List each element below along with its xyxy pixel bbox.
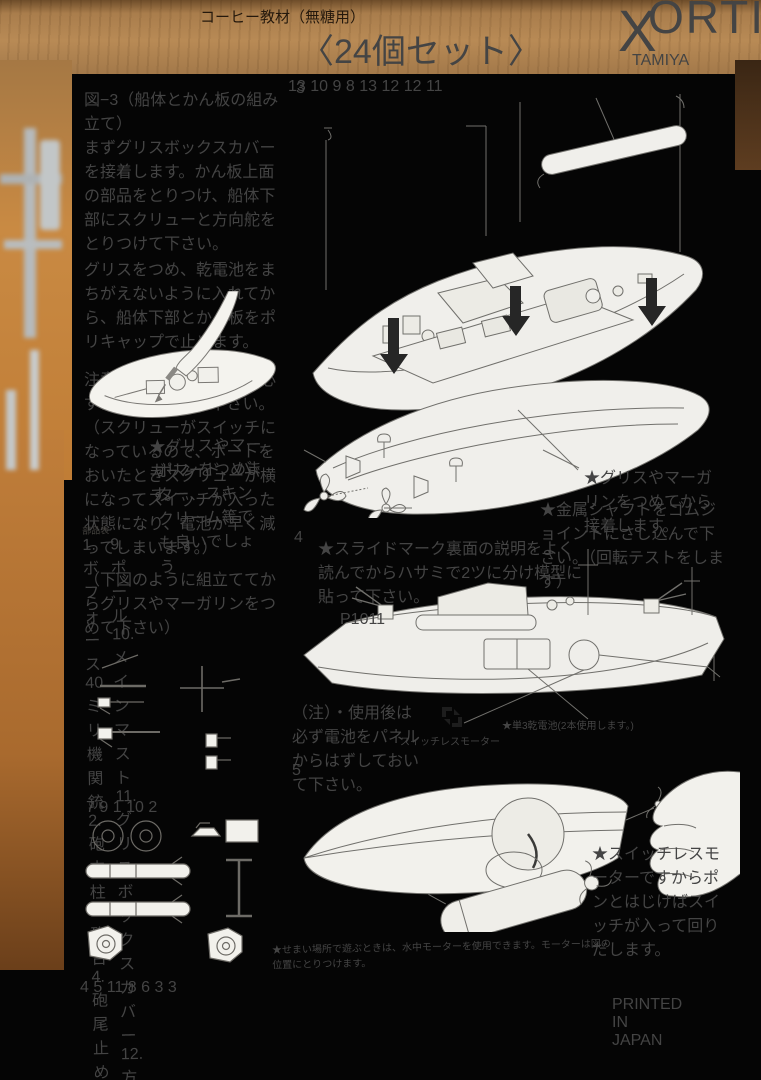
hull-and-water-motor-illustration <box>303 770 740 932</box>
part-label: 2 <box>148 799 158 816</box>
part-label: 1 <box>112 799 122 816</box>
tamiya-logo: TAMIYA <box>632 52 690 69</box>
callout-13: 13 <box>288 78 306 95</box>
callout-11: 11 <box>425 78 443 95</box>
plastic-sprue <box>0 110 72 480</box>
panel-step-3: 3 <box>288 78 735 591</box>
step4-header-note: ★スライドマーク裏面の説明をよく読んでからハサミで2ツに分け模型に貼って下さい。 <box>318 541 583 606</box>
parts-list-title: 部品表 <box>82 525 110 536</box>
panel-step-4: 4 ★スライドマーク裏面の説明をよく読んでからハサミで2ツに分け模型に貼って下さ… <box>288 527 737 794</box>
fig3-paragraph-1: まずグリスボックスカバーを接着します。かん板上面の部品をとりつけ、船体下部にスク… <box>84 140 277 253</box>
step3-grease-note: ★グリスやマーガリンをつめてから接着します。 <box>584 470 713 535</box>
exploded-boat-illustration <box>303 94 710 518</box>
sprue-mast-part <box>6 390 16 470</box>
step-4-number: 4 <box>294 529 303 546</box>
boat-side-view-illustration <box>303 549 725 724</box>
step4-batteries-note: ★単3乾電池(2本使用します。) <box>502 721 634 732</box>
step-5-number: 5 <box>292 762 301 779</box>
switchless-motor-label: スイッチレスモーター <box>400 737 500 748</box>
part-label: 3 <box>167 979 177 996</box>
sprue-runner <box>0 174 62 184</box>
parts-diagram-1-drawing <box>97 654 241 770</box>
part-label: 8 <box>127 979 137 996</box>
wood-surface-left <box>0 430 64 970</box>
parts-diagram-box-2: 4 5 11 8 6 3 3 <box>80 806 264 996</box>
fig3-grease-caption: （下図のように組立ててからグリスやマーガリンをつめて下さい） <box>84 572 277 637</box>
step3-shaft-note: ★金属シャフトをゴムジョイントにさし込んで下さい。（回転テストをします） <box>540 502 725 591</box>
switchless-motor-icon <box>442 707 462 727</box>
callout-9: 9 <box>332 78 342 95</box>
box-print-text-small: コーヒー教材（無糖用） <box>200 9 366 26</box>
part-label: 3 <box>154 979 164 996</box>
part-label: 4 <box>80 979 89 996</box>
parts-diagram-box-1: 7 9 1 10 2 <box>86 642 264 816</box>
underwater-motor-note: ★せまい場所で遊ぶときは、水中モーターを使用できます。モーターは図の位置にとりつ… <box>271 938 611 972</box>
parts-diagram-2-drawing <box>85 819 259 963</box>
printed-in-japan: PRINTED IN JAPAN <box>612 996 683 1049</box>
callout-12: 12 <box>403 78 422 95</box>
callout-13: 13 <box>359 78 378 95</box>
panel-step-5: 5 <box>288 762 740 959</box>
part-label: 9 <box>99 799 109 816</box>
step5-switchless-note: ★スイッチレスモーターですからポンとはじけばスイッチが入って回りだします。 <box>592 846 721 959</box>
part-label: 6 <box>141 979 151 996</box>
part-label: 11 <box>106 979 124 996</box>
cardboard-box-top <box>0 0 761 74</box>
step4-battery-remove-note: （注）・使用後は必ず電池をパネルからはずしておいて下さい。 <box>292 705 421 794</box>
part-label: 10 <box>126 799 144 816</box>
part-label: 5 <box>93 979 103 996</box>
box-edge-right <box>735 60 761 170</box>
box-print-text-large: 〈24個セット〉 <box>300 33 542 71</box>
callout-10: 10 <box>310 78 329 95</box>
sprue-runner <box>24 128 36 338</box>
box-print-x-mark: X <box>618 0 657 64</box>
sprue-part <box>40 140 60 230</box>
hull-code-p1011: P1011 <box>340 611 386 628</box>
callout-8: 8 <box>345 78 355 95</box>
part-label: 7 <box>86 799 95 816</box>
parts-list-item: 12.方向舵 <box>120 1045 144 1080</box>
step-3-number: 3 <box>296 80 305 97</box>
sprue-mast-part <box>30 350 39 470</box>
fig3-heading: 図−3（船体とかん板の組み立て） <box>84 92 279 133</box>
parts-list-item: 9.ポール <box>110 536 128 626</box>
grease-alternative-note: ポマード、バター、スキンクリーム等でも良いでしょう <box>156 460 255 577</box>
sprue-runner <box>4 240 62 249</box>
greasing-hand-illustration <box>88 290 276 419</box>
box-print-letters: ORTION <box>648 0 761 43</box>
callout-12: 12 <box>381 78 400 95</box>
